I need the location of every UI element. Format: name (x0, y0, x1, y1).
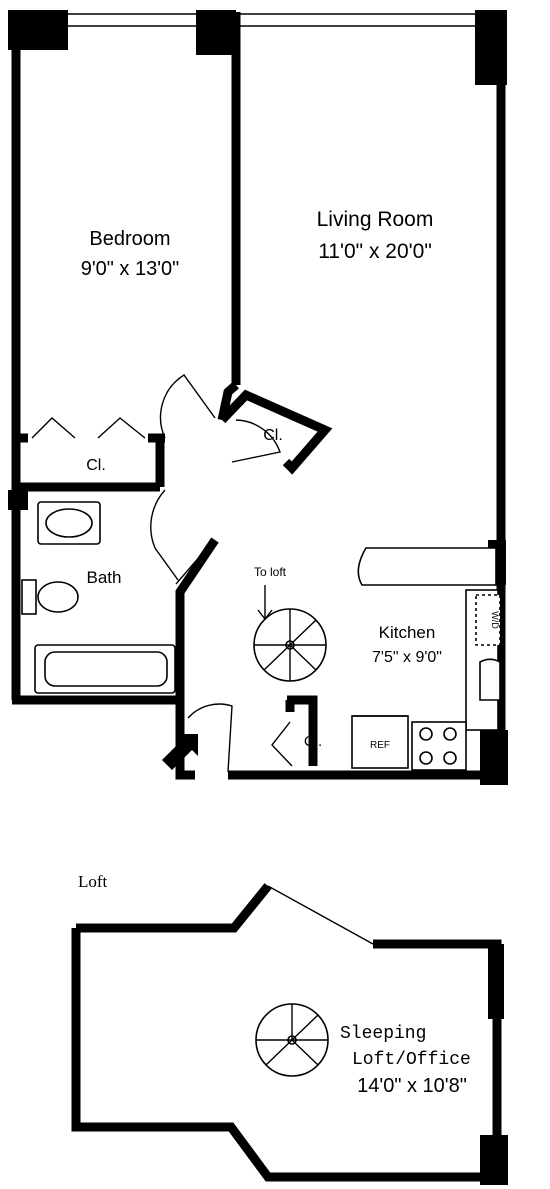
loft-spiral-stair-icon (255, 1003, 329, 1077)
living-closet-label: Cl. (263, 427, 283, 444)
living-room-label: Living Room (317, 208, 434, 231)
loft-section-label: Loft (78, 872, 108, 891)
kitchen-label: Kitchen (379, 623, 436, 642)
bedroom-closet-doors (31, 417, 146, 439)
bath-fixtures (21, 501, 176, 694)
sleeping-loft-label-line2: Loft/Office (352, 1050, 471, 1070)
bedroom-door (159, 374, 216, 439)
down-arrow-icon (257, 585, 273, 621)
entry-arrow-icon (162, 734, 198, 770)
interior-walls (16, 12, 333, 766)
bedroom-dims: 9'0" x 13'0" (81, 258, 180, 280)
exterior-walls (11, 12, 506, 782)
to-loft-label: To loft (254, 565, 287, 579)
spiral-stair-icon (253, 608, 327, 682)
living-closet-door (231, 419, 281, 463)
entry-door (187, 703, 233, 773)
entry-closet-door (271, 721, 293, 767)
columns (8, 10, 508, 785)
sleeping-loft-label-line1: Sleeping (340, 1024, 426, 1044)
wd-label: W/D (490, 611, 500, 629)
bath-door (150, 489, 215, 585)
bath-label: Bath (87, 568, 122, 587)
ref-label: REF (370, 740, 390, 751)
living-room-dims: 11'0" x 20'0" (318, 240, 432, 263)
entry-closet-label: Cl. (304, 733, 322, 750)
loft-walls (71, 883, 508, 1185)
sleeping-loft-dims: 14'0" x 10'8" (357, 1075, 467, 1097)
bedroom-closet-label: Cl. (86, 457, 106, 474)
kitchen-dims: 7'5" x 9'0" (372, 649, 442, 666)
windows (68, 13, 475, 27)
bedroom-label: Bedroom (89, 228, 170, 250)
kitchen-fixtures (351, 547, 501, 771)
